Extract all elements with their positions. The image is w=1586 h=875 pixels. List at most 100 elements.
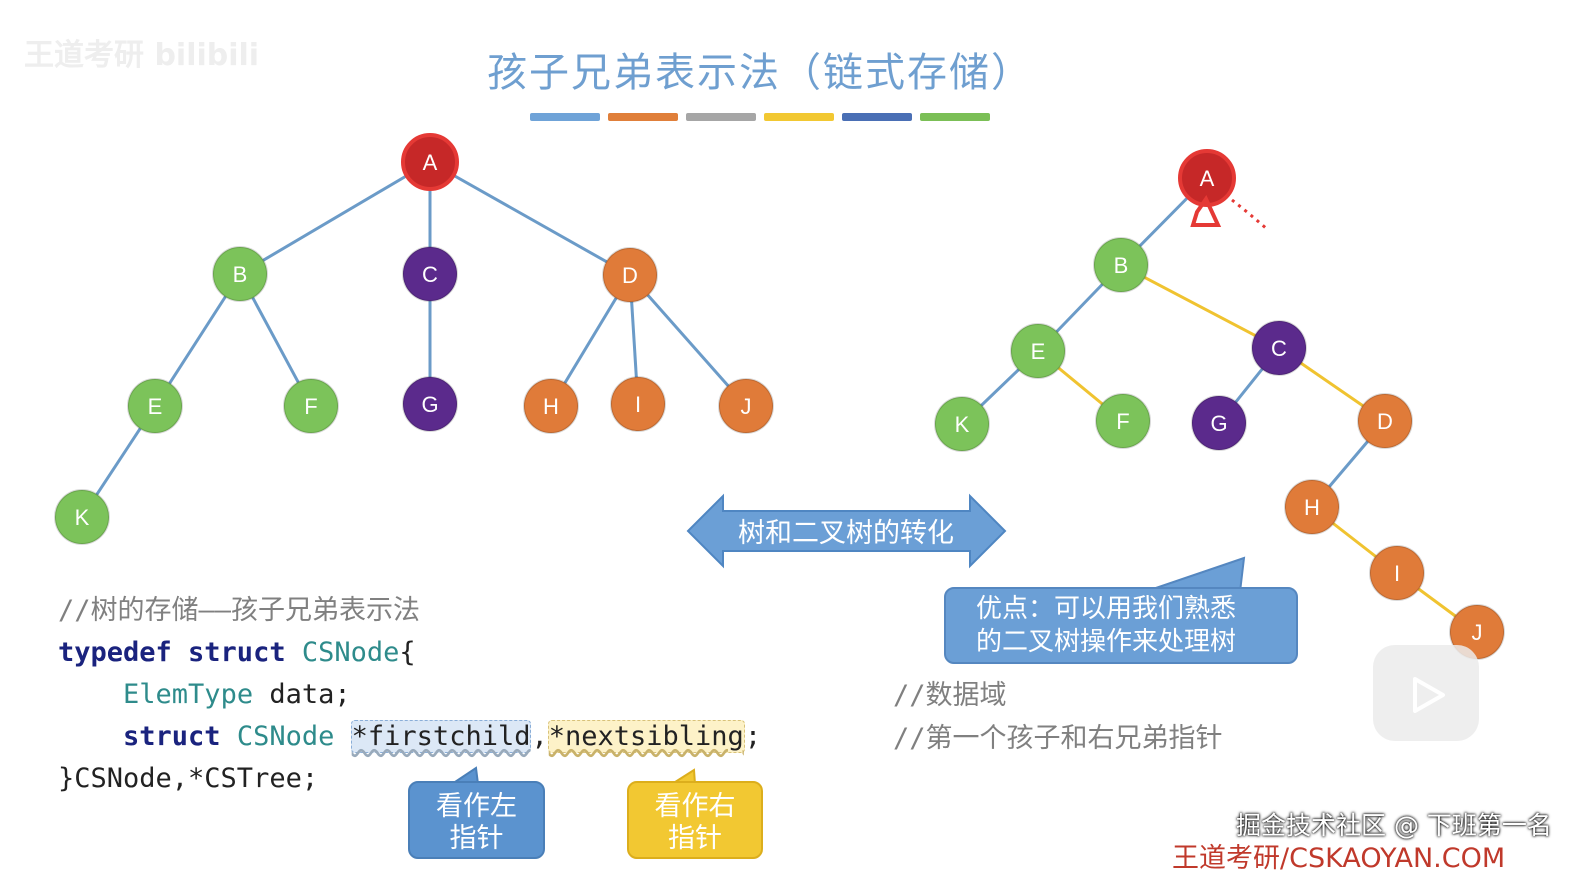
- left-tree-edge: [628, 274, 748, 407]
- node-label: J: [1472, 620, 1483, 645]
- advantage-line-1: 优点：可以用我们熟悉: [976, 594, 1237, 624]
- node-label: C: [422, 262, 438, 287]
- code-struct-keyword: struct: [123, 721, 221, 752]
- code-typedef-keyword: typedef struct: [58, 637, 286, 668]
- node-label: A: [423, 150, 438, 175]
- node-label: K: [955, 412, 970, 437]
- right-tree-node-e: E: [1010, 323, 1066, 379]
- color-strip-segment: [686, 113, 756, 121]
- left-tree-edge: [429, 160, 631, 277]
- node-circle: [602, 247, 658, 303]
- code-semicolon: ;: [744, 721, 762, 752]
- left-tree-edge: [239, 160, 431, 276]
- node-label: H: [1304, 495, 1320, 520]
- right-pointer-callout: 看作右 指针: [627, 781, 763, 859]
- conversion-arrow: [686, 493, 1007, 569]
- play-button[interactable]: [1373, 645, 1479, 741]
- node-circle: [1357, 393, 1413, 449]
- left-tree-node-d: D: [602, 247, 658, 303]
- node-label: F: [304, 394, 317, 419]
- left-tree-node-j: J: [718, 378, 774, 434]
- right-tree-node-k: K: [934, 396, 990, 452]
- site-watermark: 王道考研/CSKAOYAN.COM: [1172, 843, 1506, 874]
- comment-pointers: //第一个孩子和右兄弟指针: [893, 723, 1223, 754]
- node-circle: [934, 396, 990, 452]
- right-tree-node-i: I: [1369, 545, 1425, 601]
- node-label: B: [233, 262, 248, 287]
- node-label: I: [1394, 561, 1400, 586]
- left-tree-node-f: F: [283, 378, 339, 434]
- right-callout-line-1: 看作右: [654, 791, 736, 822]
- advantage-line-2: 的二叉树操作来处理树: [976, 627, 1237, 657]
- node-circle: [1284, 479, 1340, 535]
- code-comma: ,: [531, 721, 548, 752]
- node-circle: [1095, 393, 1151, 449]
- left-tree-node-i: I: [610, 376, 666, 432]
- color-strip-segment: [920, 113, 990, 121]
- right-tree-node-a: A: [1178, 149, 1236, 207]
- left-callout-line-1: 看作左: [436, 791, 517, 822]
- node-label: H: [543, 394, 559, 419]
- code-firstchild-pointer: *firstchild: [350, 720, 532, 753]
- code-comment: //树的存储——孩子兄弟表示法: [58, 595, 421, 626]
- node-circle: [523, 378, 579, 434]
- node-circle: [402, 246, 458, 302]
- left-pointer-callout: 看作左 指针: [408, 781, 545, 859]
- right-tree-node-c: C: [1251, 320, 1307, 376]
- node-label: G: [421, 392, 438, 417]
- left-tree-node-a: A: [401, 133, 459, 191]
- node-circle: [718, 378, 774, 434]
- color-strip-segment: [608, 113, 678, 121]
- node-label: B: [1114, 253, 1129, 278]
- right-tree-node-h: H: [1284, 479, 1340, 535]
- left-tree-node-g: G: [402, 376, 458, 432]
- left-tree-node-h: H: [523, 378, 579, 434]
- slide-title: 孩子兄弟表示法（链式存储）: [487, 50, 1033, 96]
- left-tree-node-b: B: [212, 246, 268, 302]
- code-nextsibling-pointer: *nextsibling: [547, 720, 745, 753]
- right-tree-sibling-edge: [1120, 263, 1280, 350]
- pen-annotation: [1190, 194, 1269, 232]
- left-tree-node-k: K: [54, 489, 110, 545]
- node-label: A: [1200, 166, 1215, 191]
- right-tree-node-g: G: [1191, 395, 1247, 451]
- node-label: E: [1031, 339, 1046, 364]
- left-tree-node-e: E: [127, 378, 183, 434]
- watermark-logo: 王道考研 bilibili: [24, 38, 260, 73]
- code-elemtype: ElemType: [123, 679, 254, 710]
- node-circle: [212, 246, 268, 302]
- code-csnode-type-2: CSNode: [236, 721, 335, 752]
- right-tree-node-d: D: [1357, 393, 1413, 449]
- left-tree-node-c: C: [402, 246, 458, 302]
- right-callout-line-2: 指针: [668, 823, 722, 854]
- node-label: D: [622, 263, 638, 288]
- node-label: D: [1377, 409, 1393, 434]
- node-label: C: [1271, 336, 1287, 361]
- node-circle: [1191, 395, 1247, 451]
- node-circle: [127, 378, 183, 434]
- code-csnode-type: CSNode: [301, 637, 400, 668]
- play-icon: [1413, 677, 1445, 713]
- right-tree-node-f: F: [1095, 393, 1151, 449]
- node-circle: [1093, 237, 1149, 293]
- node-circle: [1010, 323, 1066, 379]
- advantage-callout: 优点：可以用我们熟悉 的二叉树操作来处理树: [944, 587, 1298, 664]
- right-tree-node-b: B: [1093, 237, 1149, 293]
- node-circle: [401, 133, 459, 191]
- code-open-brace: {: [399, 637, 416, 668]
- color-strip-segment: [764, 113, 834, 121]
- node-circle: [1369, 545, 1425, 601]
- node-circle: [610, 376, 666, 432]
- color-strip-segment: [530, 113, 600, 121]
- color-strip: [530, 113, 990, 121]
- color-strip-segment: [842, 113, 912, 121]
- node-circle: [283, 378, 339, 434]
- left-callout-line-2: 指针: [449, 823, 504, 854]
- code-block: //树的存储——孩子兄弟表示法 typedef struct CSNode{ E…: [58, 590, 761, 800]
- node-label: K: [75, 505, 90, 530]
- code-data-field: data;: [269, 679, 351, 710]
- node-label: F: [1116, 409, 1129, 434]
- conversion-arrow-label: 树和二叉树的转化: [738, 518, 954, 549]
- node-label: J: [741, 394, 752, 419]
